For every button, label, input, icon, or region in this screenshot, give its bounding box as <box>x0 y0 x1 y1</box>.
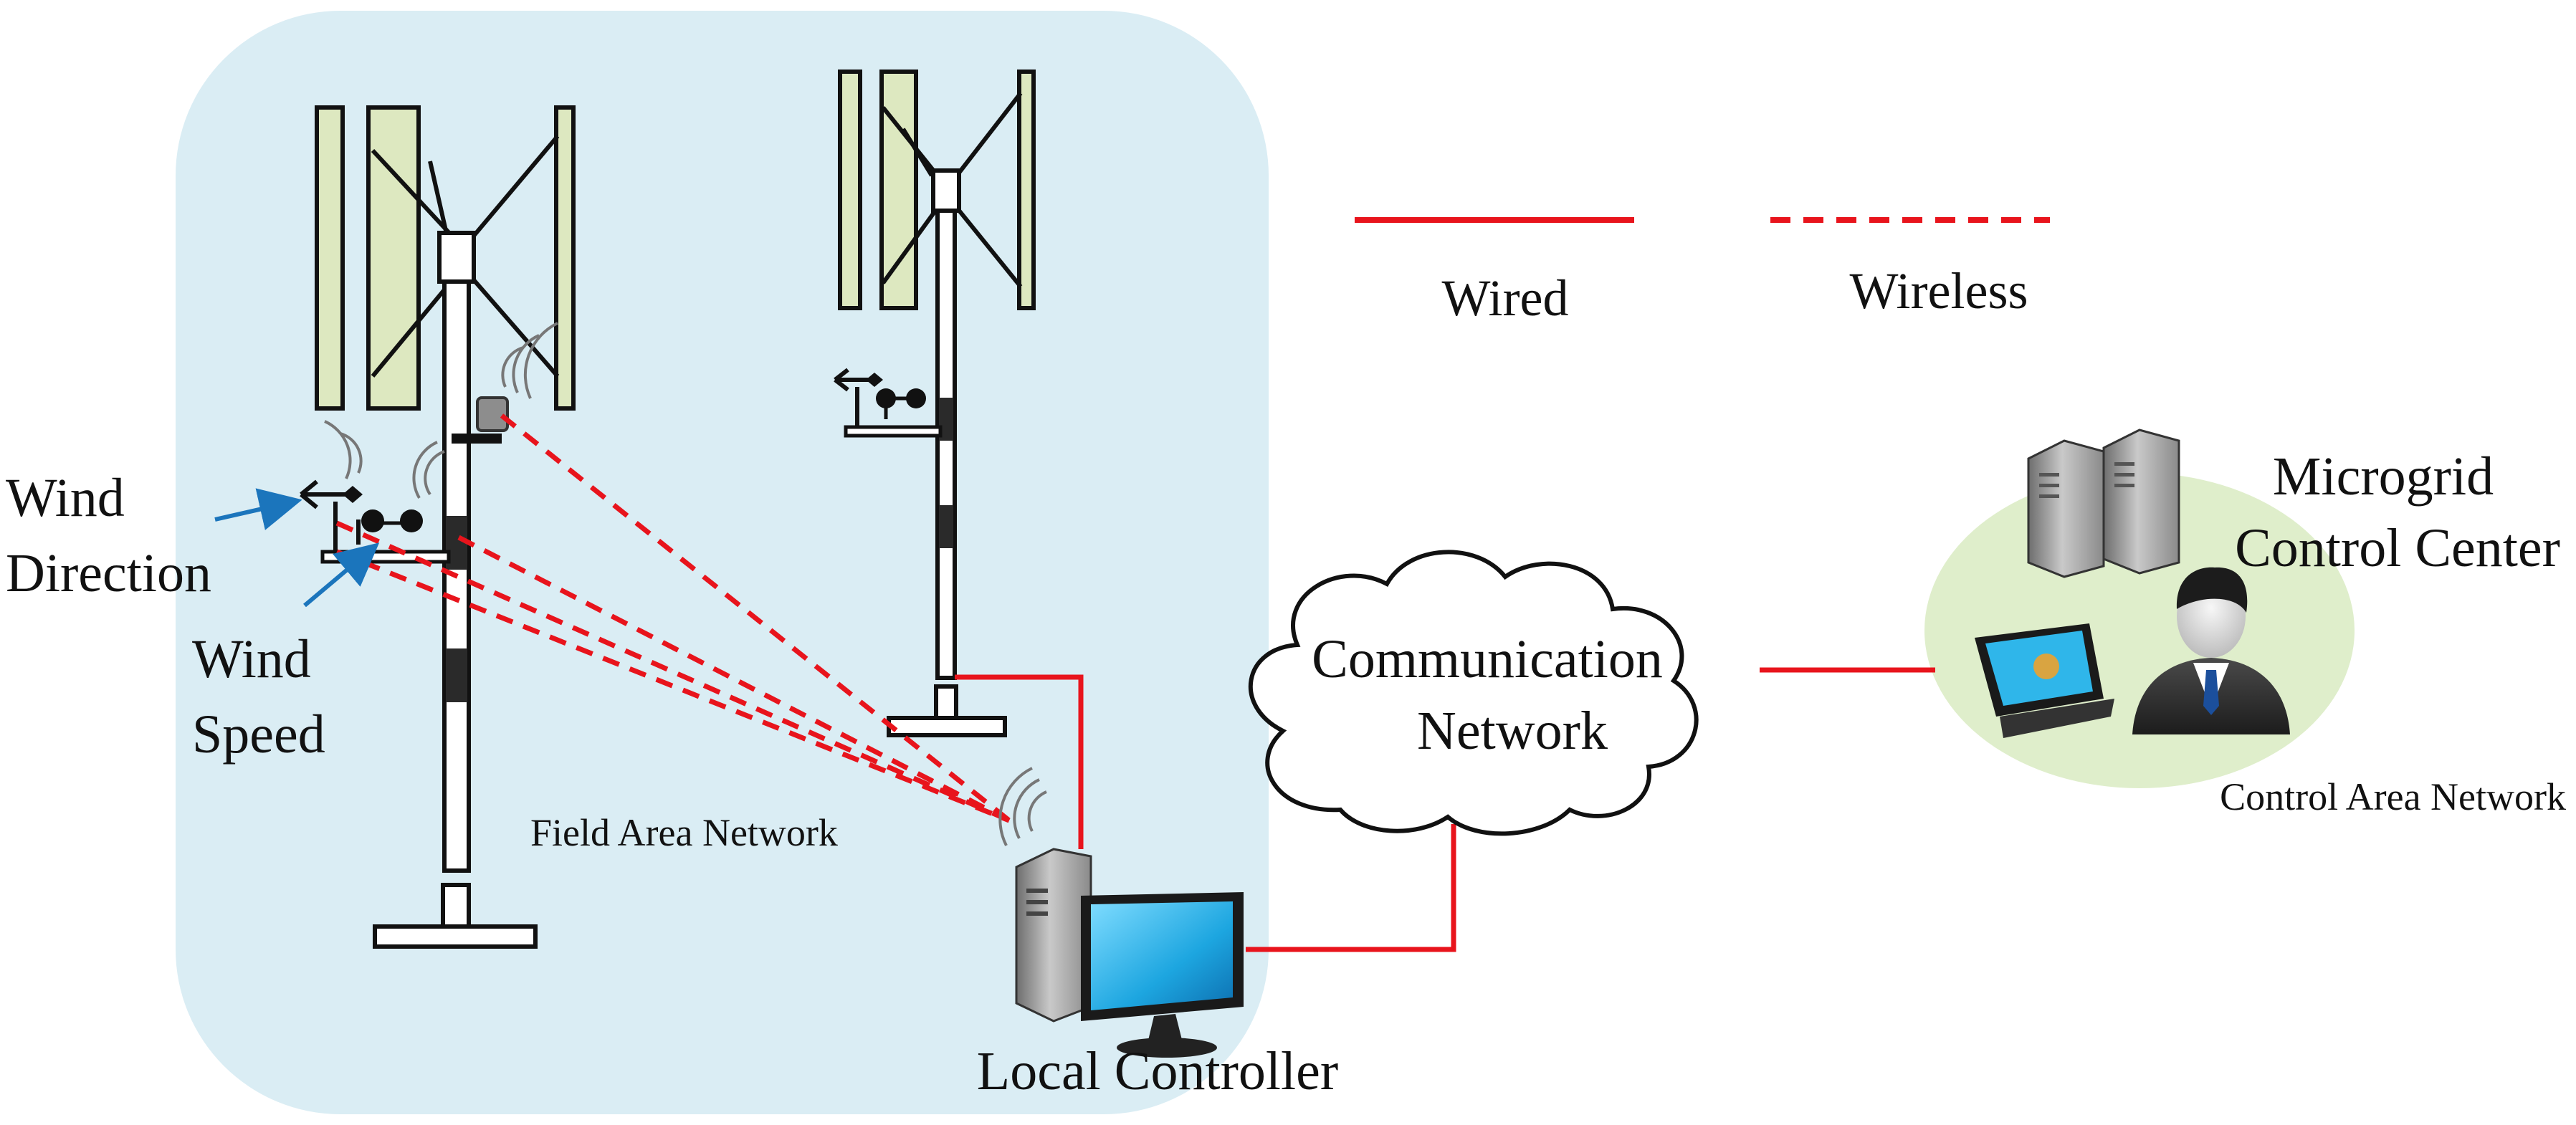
turbine-1-blade-left-outer <box>315 105 345 411</box>
legend-wireless-label: Wireless <box>1849 262 2028 320</box>
communication-network-label-line2: Network <box>1417 701 1608 761</box>
wind-turbine-1 <box>300 105 576 949</box>
turbine-1-base <box>373 924 538 949</box>
server-tower-icon <box>2027 429 2180 578</box>
field-area-network-label: Field Area Network <box>530 811 838 854</box>
legend-wired-label: Wired <box>1441 269 1568 327</box>
microgrid-control-center-label-line2: Control Center <box>2235 518 2560 578</box>
pointer-arrows <box>214 488 380 608</box>
desktop-computer-icon <box>998 767 1244 1058</box>
wind-direction-label-line1: Wind <box>6 468 125 528</box>
cloud-icon <box>1248 550 1699 836</box>
communication-network-label-line1: Communication <box>1312 629 1663 689</box>
turbine-1-hub <box>437 231 476 284</box>
turbine-2-mast <box>935 209 957 680</box>
turbine-1-blade-right <box>554 105 576 411</box>
wind-speed-label-line2: Speed <box>192 704 325 765</box>
operator-person-icon <box>2132 567 2290 734</box>
wireless-sensor-node <box>476 396 509 432</box>
wind-speed-label-line1: Wind <box>192 629 311 689</box>
wireless-links <box>335 413 1011 823</box>
wired-links <box>955 667 1935 952</box>
turbine-2-base <box>887 716 1007 737</box>
touchscreen-terminal-icon <box>1975 623 2114 738</box>
wind-vane-icon <box>300 479 363 509</box>
local-controller-label: Local Controller <box>977 1041 1338 1101</box>
wind-turbine-2 <box>834 70 1036 737</box>
legend: Wired Wireless <box>1355 217 2050 327</box>
wind-direction-label-line2: Direction <box>6 543 211 603</box>
microgrid-control-center-label-line1: Microgrid <box>2273 446 2494 507</box>
anemometer-icon <box>356 509 423 545</box>
control-area-network-label: Control Area Network <box>2220 775 2566 818</box>
